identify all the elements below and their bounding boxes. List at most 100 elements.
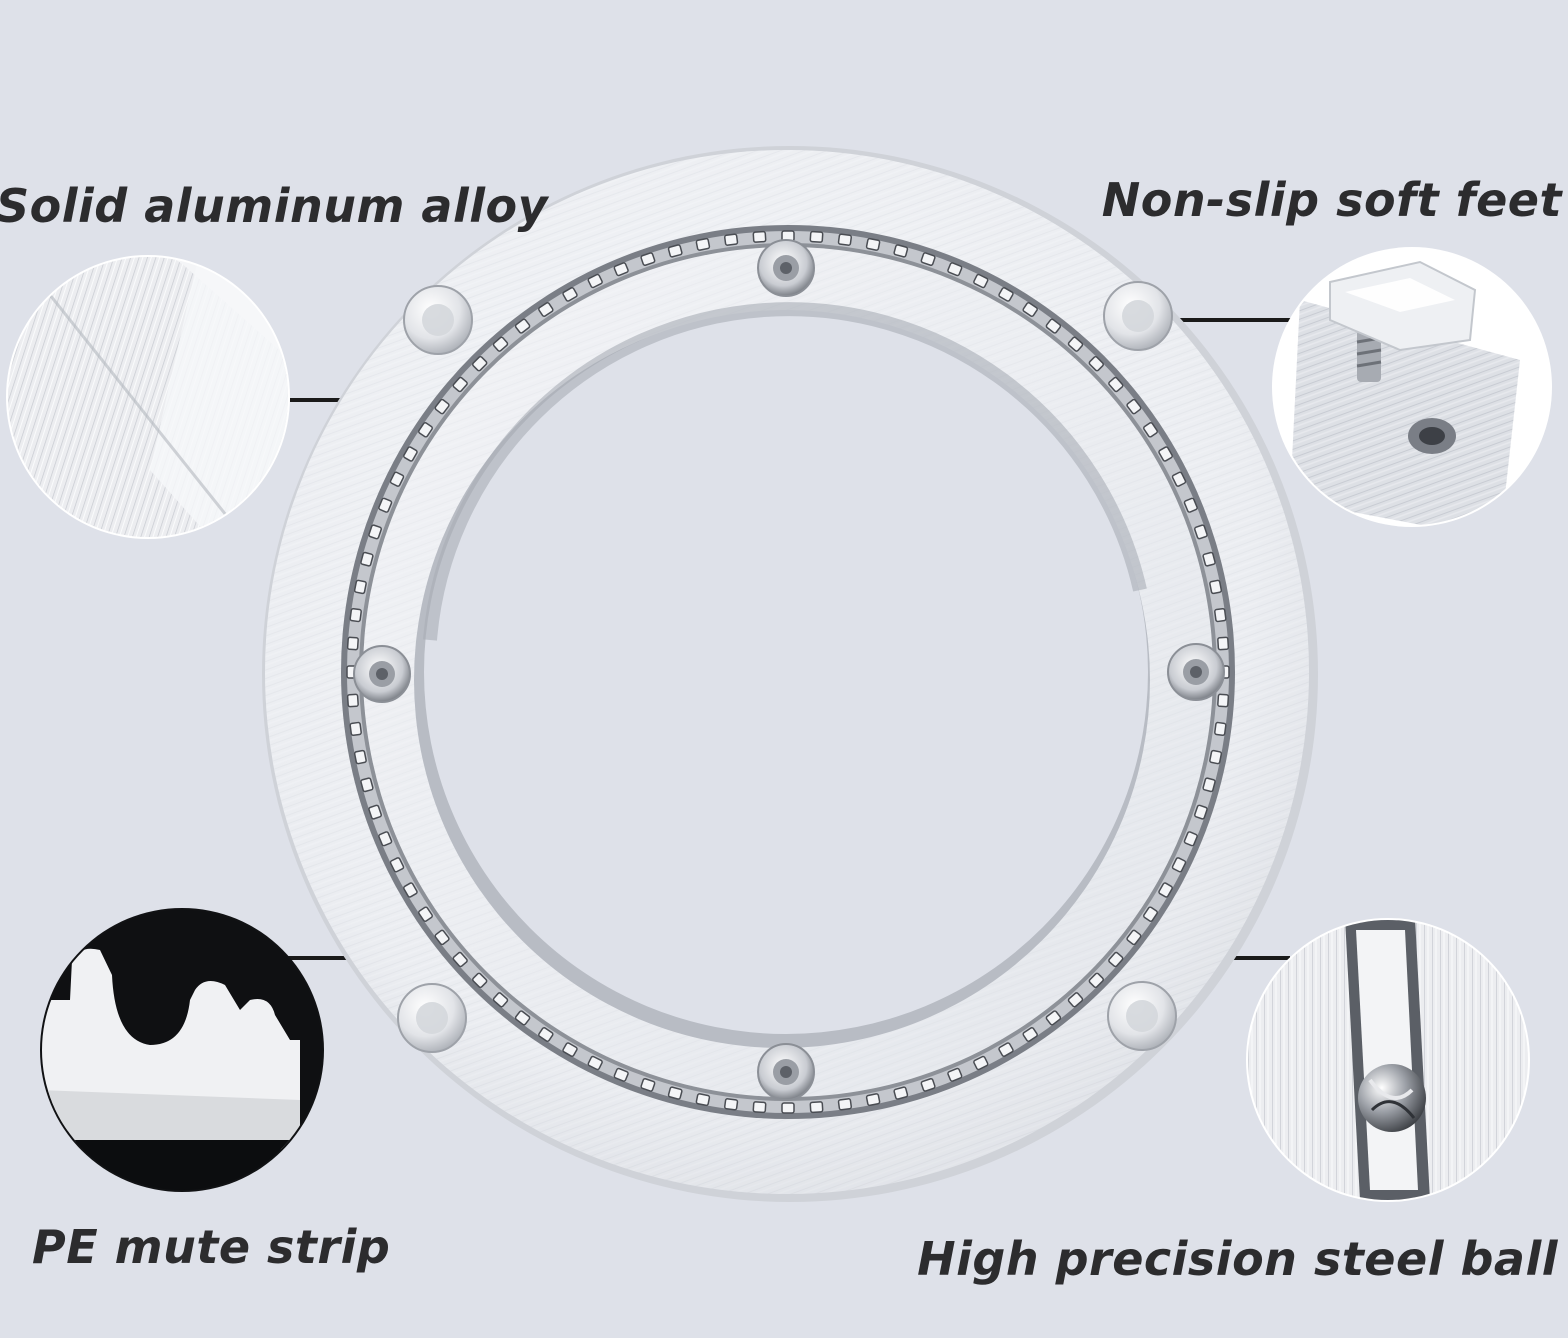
- cage-segment: [1183, 497, 1198, 513]
- cage-segment: [403, 882, 418, 898]
- cage-segment: [562, 1042, 578, 1057]
- cage-segment: [587, 1055, 603, 1071]
- cage-segment: [389, 857, 405, 873]
- cage-segment: [403, 446, 418, 462]
- cage-segment: [538, 302, 554, 317]
- bearing-ring: [262, 146, 1318, 1202]
- label-solid-aluminum-alloy: Solid aluminum alloy: [0, 179, 549, 233]
- cage-segment: [434, 929, 450, 946]
- cage-segment: [695, 237, 711, 251]
- soft-foot-top-left: [403, 285, 473, 355]
- cage-segment: [1202, 777, 1216, 793]
- cage-segment: [1214, 721, 1227, 737]
- cage-segment: [1022, 1027, 1038, 1042]
- rubber-foot-closeup: [1272, 247, 1552, 527]
- cage-segment: [920, 1078, 936, 1092]
- cage-segment: [723, 1098, 739, 1111]
- cage-segment: [492, 336, 509, 352]
- cage-segment: [1045, 1010, 1062, 1026]
- cage-segment: [973, 273, 989, 289]
- screw-bottom: [757, 1043, 815, 1101]
- cage-segment: [353, 749, 367, 765]
- cage-segment: [1108, 376, 1124, 393]
- cage-segment: [640, 252, 656, 266]
- cage-segment: [973, 1055, 989, 1071]
- cage-segment: [1158, 882, 1173, 898]
- cage-segment: [514, 1010, 531, 1026]
- cage-segment: [1045, 318, 1062, 334]
- cage-segment: [1209, 579, 1223, 595]
- cage-segment: [613, 1067, 629, 1082]
- cage-segment: [1143, 906, 1158, 922]
- cage-segment: [695, 1093, 711, 1107]
- cage-segment: [1088, 972, 1104, 988]
- cage-segment: [1217, 636, 1230, 651]
- cage-segment: [640, 1078, 656, 1092]
- cage-segment: [1183, 831, 1198, 847]
- cage-segment: [346, 636, 359, 651]
- cage-segment: [723, 233, 739, 246]
- cage-segment: [667, 1086, 683, 1100]
- screw-left: [353, 645, 411, 703]
- cage-segment: [1209, 749, 1223, 765]
- cage-segment: [865, 237, 881, 251]
- label-non-slip-soft-feet: Non-slip soft feet: [1101, 173, 1562, 227]
- cage-segment: [1143, 422, 1158, 438]
- cage-segment: [389, 471, 405, 487]
- cage-segment: [752, 230, 767, 243]
- cage-segment: [667, 244, 683, 258]
- soft-foot-bottom-left: [397, 983, 467, 1053]
- cage-segment: [1067, 992, 1084, 1008]
- cage-segment: [1217, 693, 1230, 708]
- cage-segment: [837, 233, 853, 246]
- steel-ball-closeup: [1246, 918, 1530, 1202]
- cage-segment: [452, 951, 468, 968]
- cage-segment: [492, 992, 509, 1008]
- cage-segment: [360, 551, 374, 567]
- cage-segment: [809, 1101, 824, 1114]
- label-pe-mute-strip: PE mute strip: [32, 1220, 391, 1274]
- cage-segment: [514, 318, 531, 334]
- cage-segment: [378, 497, 393, 513]
- cage-segment: [613, 262, 629, 277]
- cage-segment: [472, 972, 488, 988]
- cage-segment: [1088, 356, 1104, 372]
- cage-segment: [1171, 857, 1187, 873]
- soft-foot-top-right: [1103, 281, 1173, 351]
- cage-segment: [865, 1093, 881, 1107]
- cage-segment: [1194, 804, 1208, 820]
- screw-right: [1167, 643, 1225, 701]
- cage-segment: [349, 607, 362, 623]
- label-high-precision-steel-ball: High precision steel ball: [917, 1232, 1558, 1286]
- cage-segment: [346, 693, 359, 708]
- cage-segment: [1171, 471, 1187, 487]
- cage-segment: [1108, 951, 1124, 968]
- cage-segment: [452, 376, 468, 393]
- cage-segment: [752, 1101, 767, 1114]
- cage-segment: [349, 721, 362, 737]
- cage-segment: [781, 1102, 795, 1114]
- cage-segment: [1067, 336, 1084, 352]
- cage-segment: [809, 230, 824, 243]
- cage-segment: [893, 244, 909, 258]
- cage-segment: [418, 422, 433, 438]
- cage-segment: [998, 1042, 1014, 1057]
- cage-segment: [368, 804, 382, 820]
- cage-segment: [360, 777, 374, 793]
- soft-foot-bottom-right: [1107, 981, 1177, 1051]
- cage-segment: [587, 273, 603, 289]
- cage-segment: [368, 524, 382, 540]
- cage-segment: [1126, 398, 1142, 415]
- cage-segment: [538, 1027, 554, 1042]
- cage-segment: [378, 831, 393, 847]
- cage-segment: [947, 262, 963, 277]
- cage-segment: [472, 356, 488, 372]
- cage-segment: [837, 1098, 853, 1111]
- cage-segment: [947, 1067, 963, 1082]
- cage-segment: [920, 252, 936, 266]
- screw-top: [757, 239, 815, 297]
- cage-segment: [1194, 524, 1208, 540]
- cage-segment: [998, 287, 1014, 302]
